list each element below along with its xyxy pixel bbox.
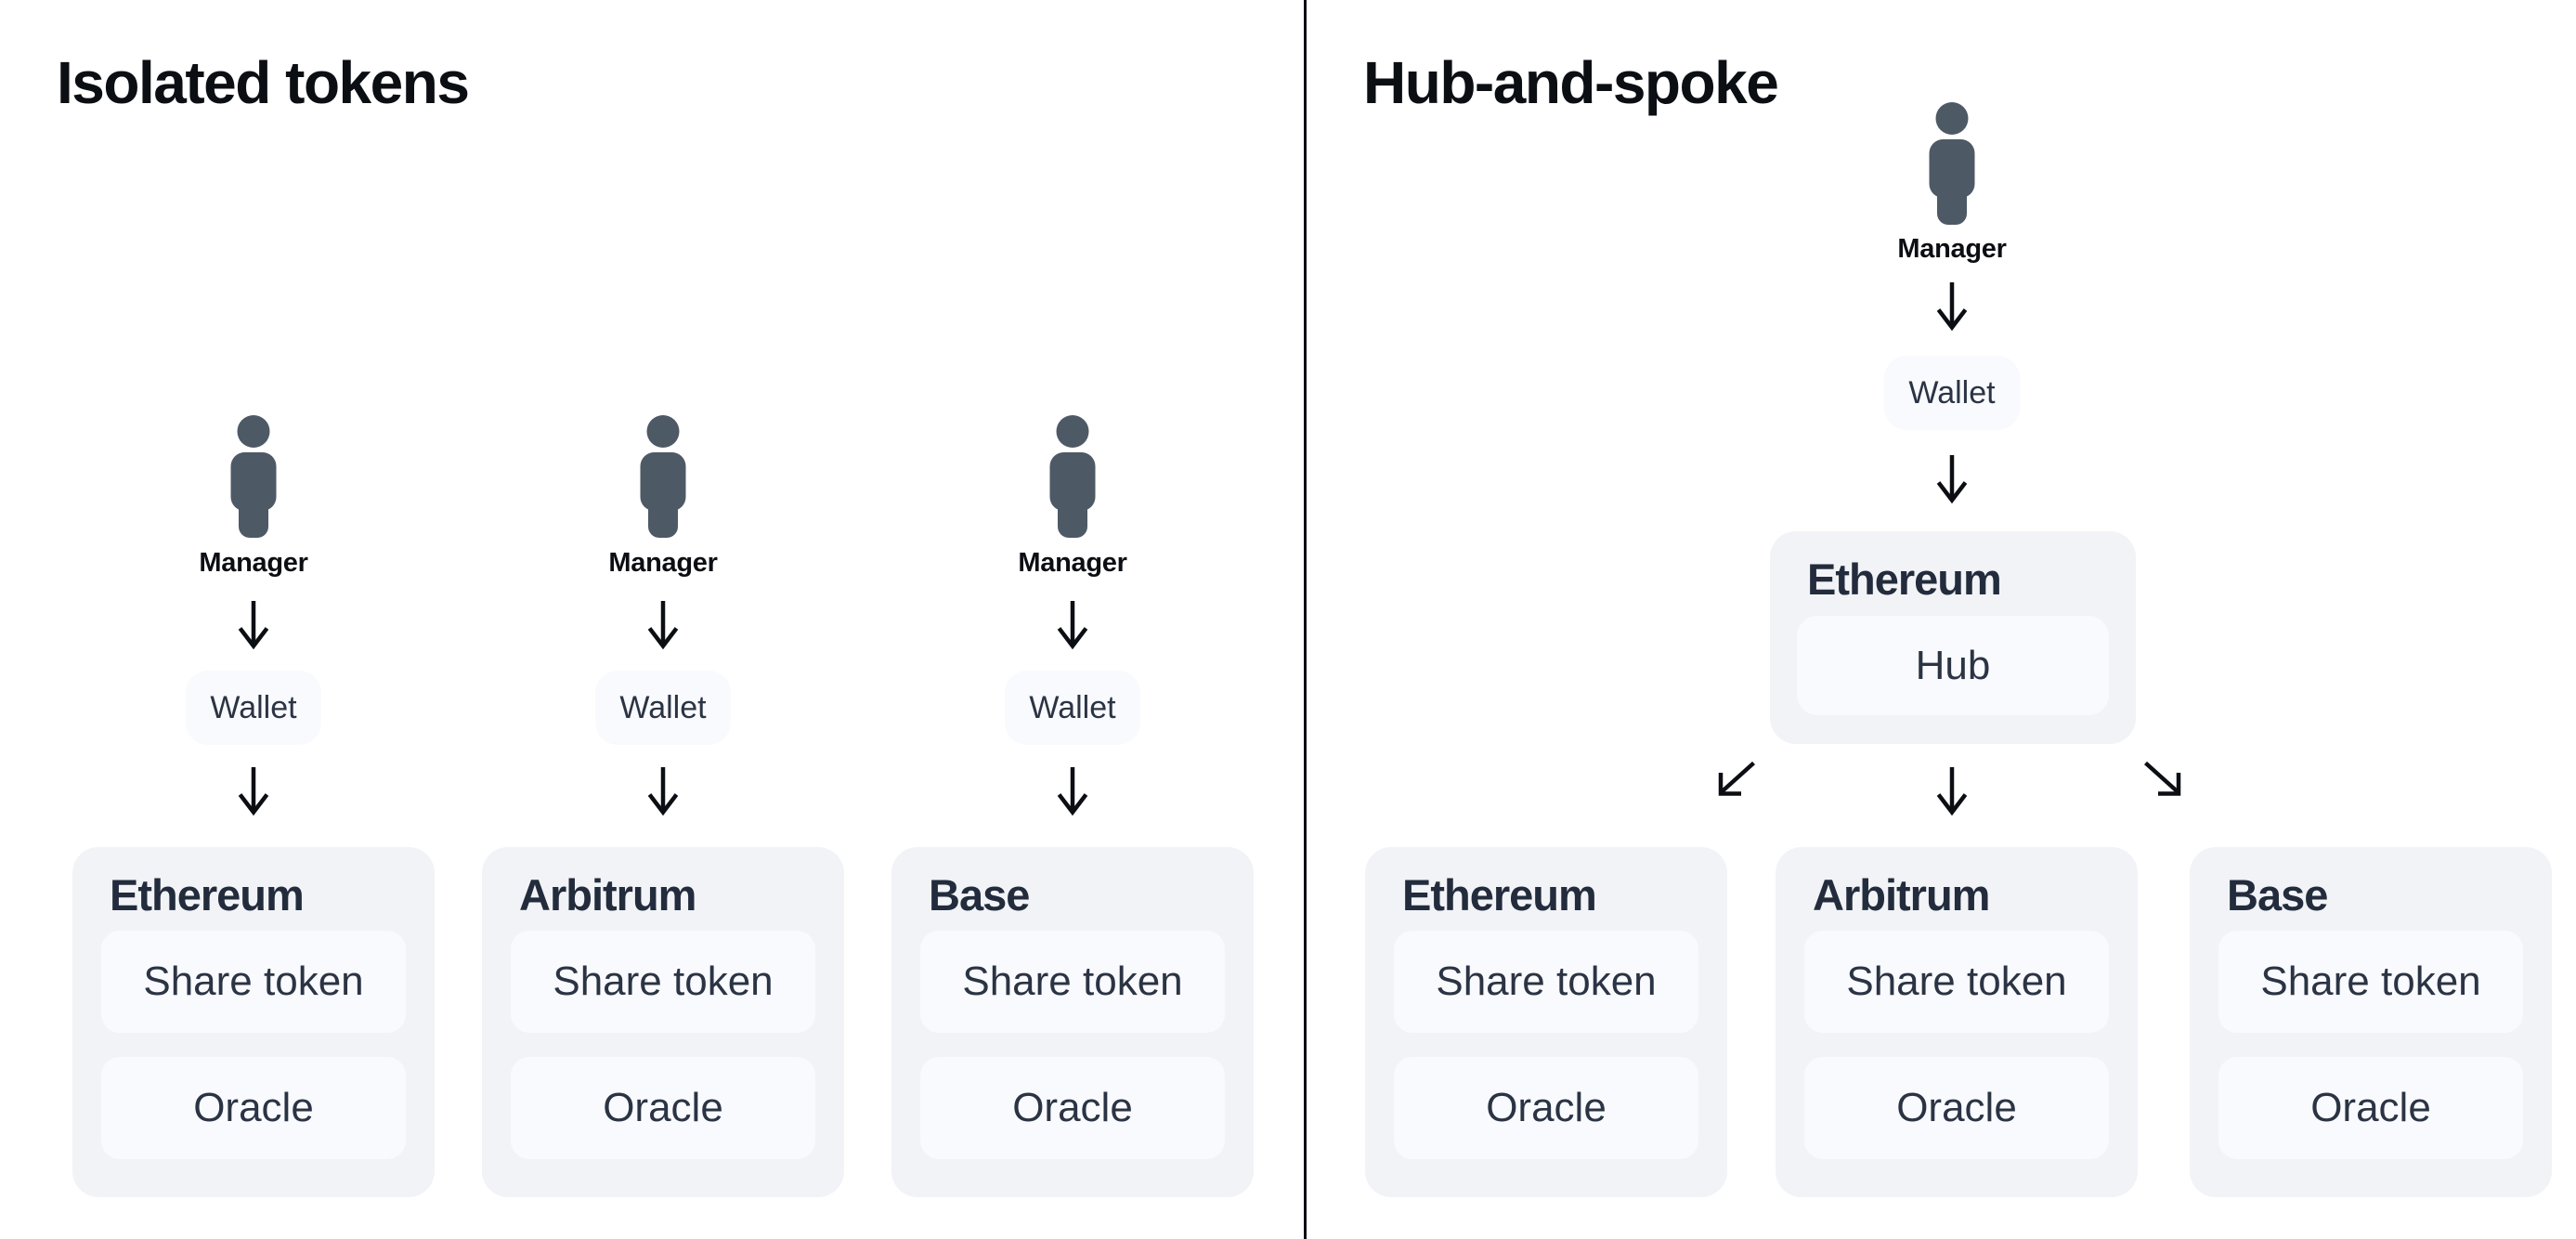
arrow-down-icon (1057, 601, 1088, 650)
manager-label: Manager (1018, 548, 1127, 578)
spoke-base-card: Base Share token Oracle (2190, 847, 2552, 1197)
wallet-box: Wallet (1005, 671, 1140, 745)
oracle-box: Oracle (511, 1057, 815, 1159)
arrow-down-icon (238, 601, 269, 650)
arrow-down-left-icon (1718, 761, 1756, 796)
wallet-label: Wallet (1908, 374, 1996, 411)
chain-card-title: Ethereum (110, 870, 305, 919)
panel-divider (1304, 0, 1307, 1239)
chain-card-title: Base (2227, 870, 2328, 919)
arrow-down-icon (647, 767, 679, 816)
ethereum-card: Ethereum Share token Oracle (72, 847, 435, 1197)
arrow-down-icon (1057, 767, 1088, 816)
wallet-box: Wallet (595, 671, 731, 745)
hub-and-spoke-title: Hub-and-spoke (1363, 49, 1779, 116)
base-card: Base Share token Oracle (891, 847, 1254, 1197)
manager-person-icon (1929, 102, 1975, 225)
wallet-box: Wallet (186, 671, 321, 745)
chain-card-title: Base (929, 870, 1030, 919)
manager-column-arbitrum: Manager Wallet Arbitrum Share token Orac… (482, 0, 844, 1239)
arrow-down-icon (1936, 767, 1968, 816)
share-token-box: Share token (1804, 931, 2109, 1033)
isolated-tokens-title: Isolated tokens (57, 49, 470, 116)
oracle-box: Oracle (101, 1057, 406, 1159)
wallet-box: Wallet (1884, 356, 2020, 430)
oracle-box: Oracle (920, 1057, 1225, 1159)
oracle-box: Oracle (2218, 1057, 2523, 1159)
share-token-box: Share token (101, 931, 406, 1033)
hub-card-title: Ethereum (1807, 554, 2002, 604)
arbitrum-card: Arbitrum Share token Oracle (482, 847, 844, 1197)
manager-column-base: Manager Wallet Base Share token Oracle (891, 0, 1254, 1239)
arrow-down-icon (1936, 455, 1968, 504)
chain-card-title: Arbitrum (519, 870, 696, 919)
chain-card-title: Arbitrum (1813, 870, 1990, 919)
hub-box: Hub (1797, 616, 2109, 715)
wallet-label: Wallet (1029, 689, 1116, 725)
share-token-box: Share token (2218, 931, 2523, 1033)
spoke-arbitrum-card: Arbitrum Share token Oracle (1776, 847, 2138, 1197)
arrow-down-right-icon (2143, 761, 2181, 796)
manager-person-icon (640, 415, 686, 538)
share-token-box: Share token (1394, 931, 1698, 1033)
share-token-box: Share token (511, 931, 815, 1033)
hub-ethereum-card: Ethereum Hub (1770, 531, 2136, 744)
manager-column-ethereum: Manager Wallet Ethereum Share token Orac… (72, 0, 435, 1239)
manager-column-hub: Manager Wallet (1771, 0, 2133, 1239)
manager-person-icon (230, 415, 277, 538)
arrow-down-icon (238, 767, 269, 816)
wallet-label: Wallet (210, 689, 297, 725)
arrow-down-icon (1936, 282, 1968, 332)
manager-person-icon (1049, 415, 1096, 538)
oracle-box: Oracle (1804, 1057, 2109, 1159)
wallet-label: Wallet (619, 689, 707, 725)
oracle-box: Oracle (1394, 1057, 1698, 1159)
spoke-ethereum-card: Ethereum Share token Oracle (1365, 847, 1727, 1197)
manager-label: Manager (199, 548, 308, 578)
share-token-box: Share token (920, 931, 1225, 1033)
manager-label: Manager (608, 548, 718, 578)
arrow-down-icon (647, 601, 679, 650)
chain-card-title: Ethereum (1402, 870, 1597, 919)
manager-label: Manager (1897, 234, 2007, 264)
